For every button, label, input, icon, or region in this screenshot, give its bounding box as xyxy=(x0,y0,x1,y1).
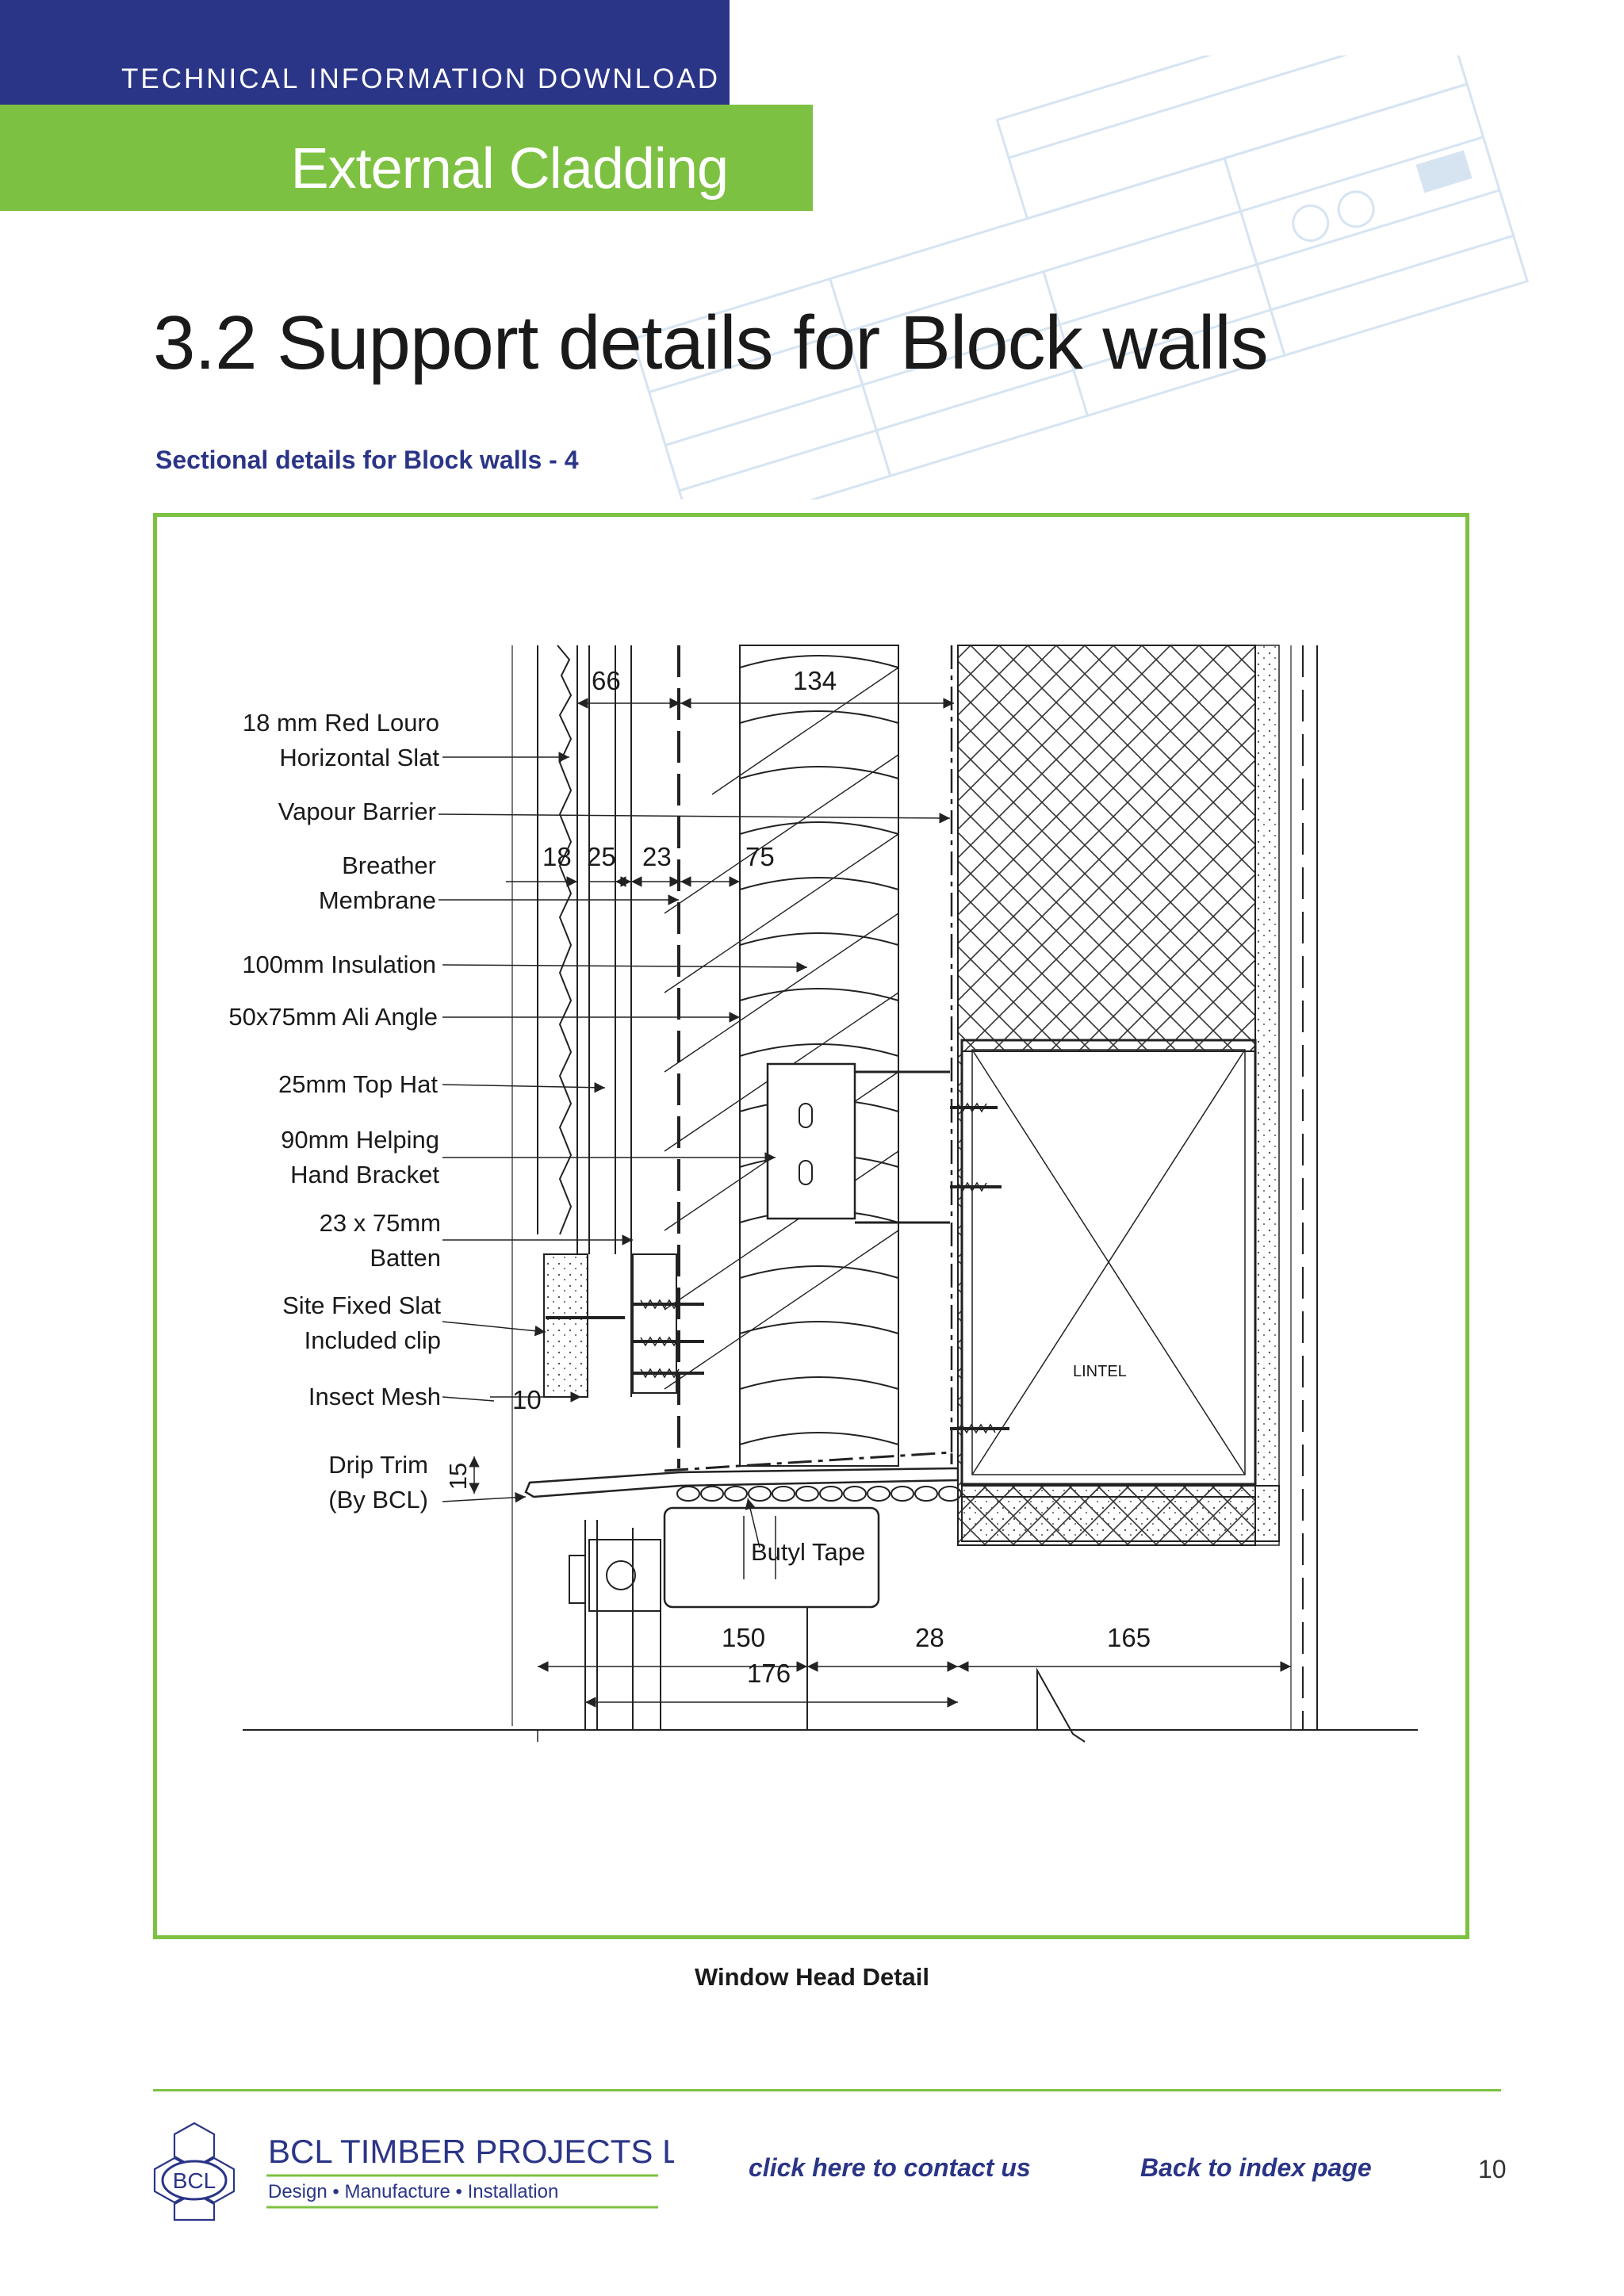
label-bracket-1: 90mm Helping xyxy=(281,1126,439,1154)
window-frame xyxy=(663,1506,880,1609)
cladding-slats xyxy=(557,645,573,1235)
plaster-strip xyxy=(1254,645,1280,1546)
section-subtitle: Sectional details for Block walls - 4 xyxy=(155,446,579,474)
dim-176: 176 xyxy=(747,1659,791,1688)
page-title: 3.2 Support details for Block walls xyxy=(153,300,1269,385)
drawing-sheet-watermark xyxy=(631,55,1529,499)
drawing-caption: Window Head Detail xyxy=(695,1963,929,1991)
header-section-bar: External Cladding xyxy=(0,105,813,211)
label-butyl-tape: Butyl Tape xyxy=(751,1538,865,1566)
window-head-section-drawing: 18 mm Red Louro Horizontal Slat Vapour B… xyxy=(228,645,1418,1743)
header-top-bar: TECHNICAL INFORMATION DOWNLOAD xyxy=(0,0,730,105)
label-lintel: LINTEL xyxy=(1073,1363,1127,1380)
dim-66: 66 xyxy=(592,666,621,695)
company-tagline: Design • Manufacture • Installation xyxy=(268,2181,558,2202)
dim-23: 23 xyxy=(642,842,672,871)
bcl-logo: BCL BCL TIMBER PROJECTS LTD Design • Man… xyxy=(153,2122,674,2221)
dim-18: 18 xyxy=(542,842,572,871)
dim-28: 28 xyxy=(915,1623,944,1652)
drawing-frame xyxy=(153,513,1469,1939)
dim-15: 15 xyxy=(444,1463,472,1490)
label-red-louro-2: Horizontal Slat xyxy=(279,744,439,771)
insulation-zone xyxy=(739,645,899,1467)
label-insect-mesh: Insect Mesh xyxy=(308,1383,441,1410)
dim-25: 25 xyxy=(587,842,616,871)
label-batten-2: Batten xyxy=(370,1244,441,1272)
label-site-fixed-2: Included clip xyxy=(304,1326,441,1354)
footer-divider xyxy=(153,2089,1501,2091)
header-top-label: TECHNICAL INFORMATION DOWNLOAD xyxy=(121,63,720,94)
logo-mark: BCL xyxy=(173,2168,216,2193)
dim-165: 165 xyxy=(1107,1623,1151,1652)
label-breather-1: Breather xyxy=(342,851,436,879)
dim-10: 10 xyxy=(512,1385,542,1414)
label-site-fixed-1: Site Fixed Slat xyxy=(282,1292,441,1319)
label-red-louro-1: 18 mm Red Louro xyxy=(243,709,439,737)
header-section-title: External Cladding xyxy=(290,137,729,201)
dim-150: 150 xyxy=(722,1623,765,1652)
helping-hand-bracket xyxy=(766,1062,856,1220)
label-ali-angle: 50x75mm Ali Angle xyxy=(228,1003,438,1031)
site-fixed-slat xyxy=(543,1253,588,1398)
label-drip-trim-1: Drip Trim xyxy=(328,1451,428,1479)
company-name: BCL TIMBER PROJECTS LTD xyxy=(268,2133,674,2170)
drip-trim xyxy=(524,1467,959,1498)
back-to-index-link[interactable]: Back to index page xyxy=(1140,2153,1372,2182)
label-bracket-2: Hand Bracket xyxy=(290,1161,439,1188)
dim-75: 75 xyxy=(745,842,775,871)
dim-134: 134 xyxy=(793,666,837,695)
label-top-hat: 25mm Top Hat xyxy=(278,1070,438,1098)
label-vapour-barrier: Vapour Barrier xyxy=(278,798,436,825)
label-batten-1: 23 x 75mm xyxy=(320,1209,441,1237)
contact-link[interactable]: click here to contact us xyxy=(749,2153,1031,2182)
page-number: 10 xyxy=(1478,2155,1507,2183)
label-drip-trim-2: (By BCL) xyxy=(328,1486,428,1513)
butyl-beads xyxy=(676,1486,962,1502)
label-breather-2: Membrane xyxy=(319,886,436,914)
label-insulation: 100mm Insulation xyxy=(242,951,436,978)
